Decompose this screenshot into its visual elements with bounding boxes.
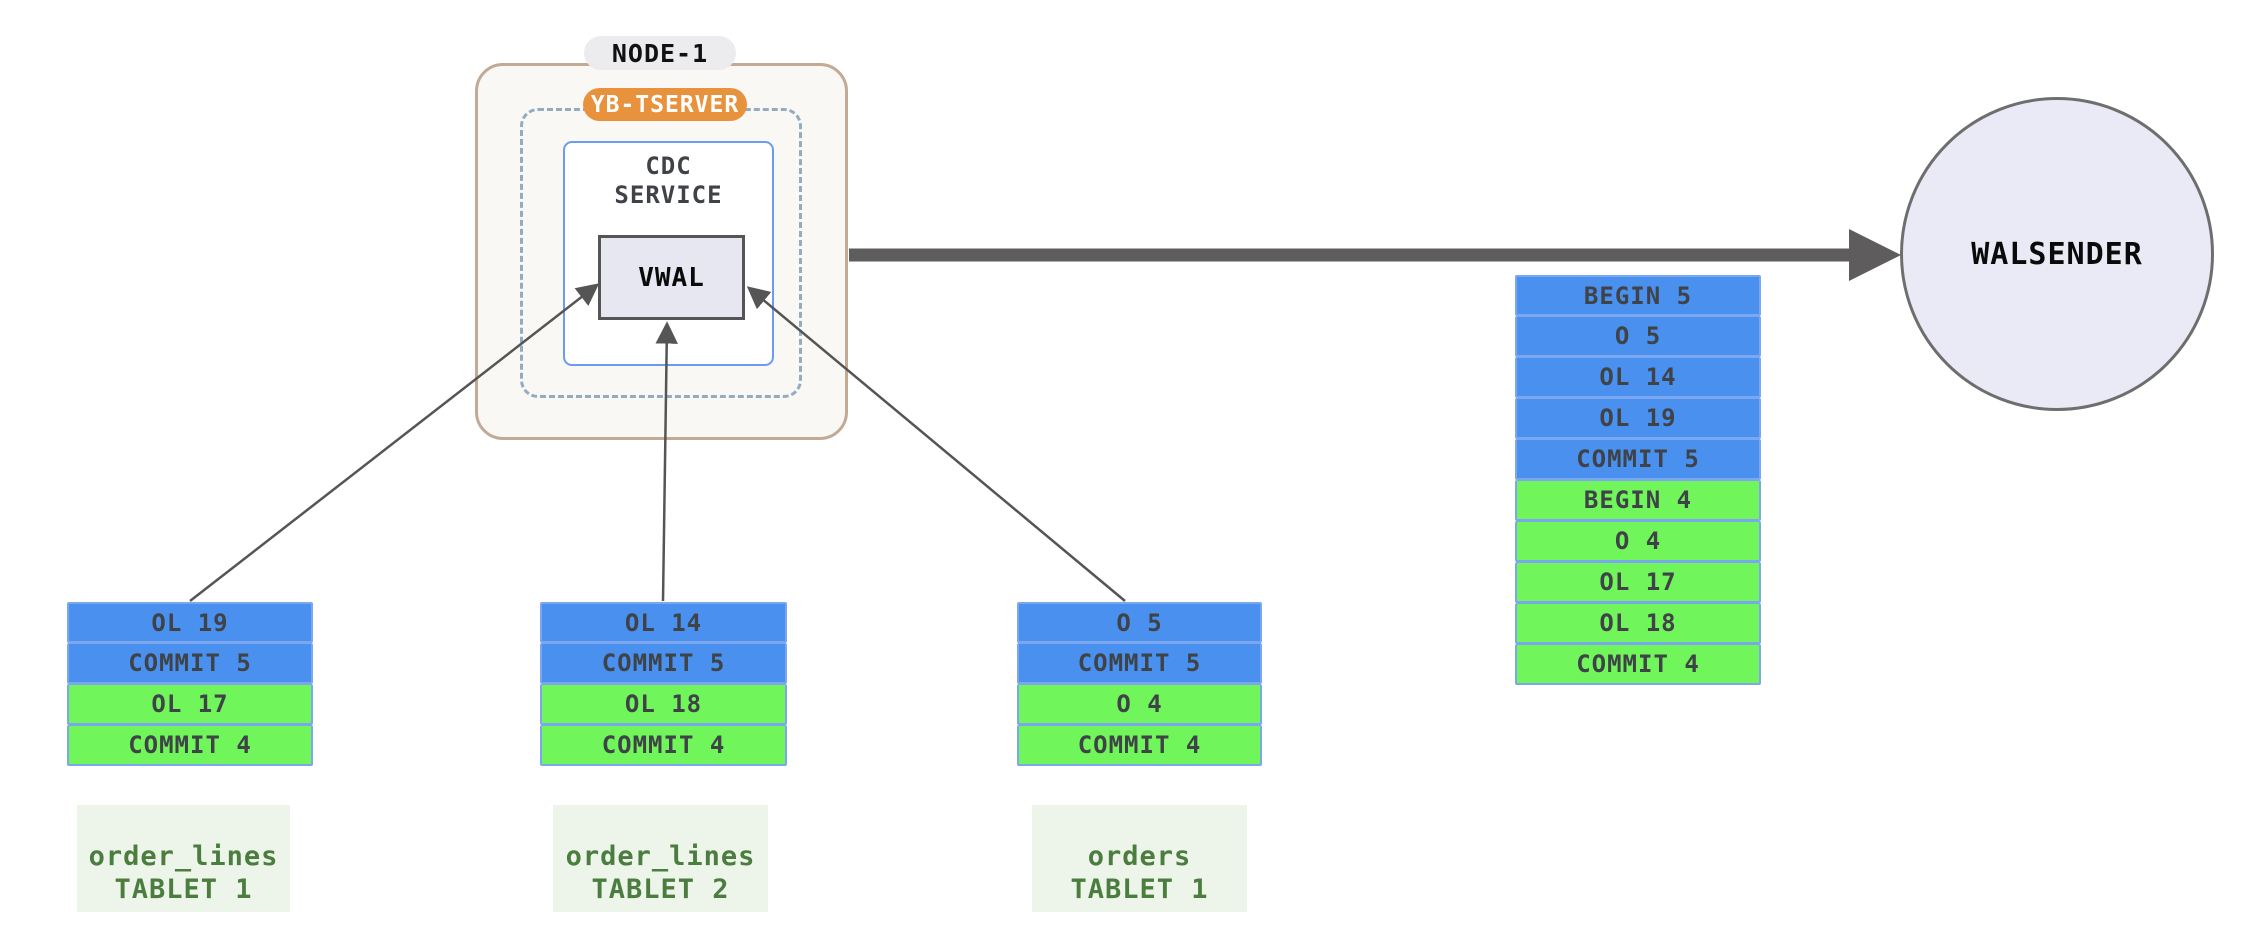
cdc-service-title-line2: SERVICE <box>614 181 723 209</box>
tablet2-label-box: order_lines TABLET 2 <box>553 805 768 912</box>
tablet1-table-name: order_lines <box>88 841 279 872</box>
wal-record: OL 17 <box>1515 562 1761 603</box>
wal-record: COMMIT 4 <box>1017 725 1262 766</box>
wal-record: COMMIT 5 <box>67 643 313 684</box>
wal-record: COMMIT 4 <box>540 725 787 766</box>
wal-record: O 4 <box>1017 684 1262 725</box>
cdc-service-title: CDC SERVICE <box>563 152 774 210</box>
wal-record: O 5 <box>1017 602 1262 643</box>
merged-wal-stack: BEGIN 5 O 5 OL 14 OL 19 COMMIT 5 BEGIN 4… <box>1515 275 1761 685</box>
wal-record: O 5 <box>1515 316 1761 357</box>
wal-record: OL 18 <box>540 684 787 725</box>
wal-record: BEGIN 4 <box>1515 480 1761 521</box>
wal-record: OL 18 <box>1515 603 1761 644</box>
wal-record: COMMIT 4 <box>67 725 313 766</box>
tablet3-wal-stack: O 5 COMMIT 5 O 4 COMMIT 4 <box>1017 602 1262 766</box>
tablet2-table-name: order_lines <box>565 841 756 872</box>
vwal-box: VWAL <box>598 235 745 320</box>
yb-tserver-pill: YB-TSERVER <box>583 88 747 121</box>
wal-record: OL 19 <box>67 602 313 643</box>
tablet3-table-name: orders <box>1087 841 1192 872</box>
node-1-label-pill: NODE-1 <box>584 36 736 70</box>
wal-record: COMMIT 4 <box>1515 644 1761 685</box>
yb-tserver-label: YB-TSERVER <box>590 91 740 118</box>
wal-record: COMMIT 5 <box>1017 643 1262 684</box>
tablet2-tablet-name: TABLET 2 <box>591 874 730 905</box>
tablet1-label-box: order_lines TABLET 1 <box>77 805 290 912</box>
tablet1-tablet-name: TABLET 1 <box>114 874 253 905</box>
tablet3-label-box: orders TABLET 1 <box>1032 805 1247 912</box>
tablet3-tablet-name: TABLET 1 <box>1070 874 1209 905</box>
walsender-circle: WALSENDER <box>1900 97 2214 411</box>
wal-record: OL 14 <box>1515 357 1761 398</box>
wal-record: BEGIN 5 <box>1515 275 1761 316</box>
wal-record: OL 14 <box>540 602 787 643</box>
walsender-label: WALSENDER <box>1971 236 2143 272</box>
wal-record: COMMIT 5 <box>1515 439 1761 480</box>
arrow-vwal-to-walsender-head <box>1849 229 1901 281</box>
vwal-label: VWAL <box>638 262 705 293</box>
cdc-service-title-line1: CDC <box>645 152 692 180</box>
wal-record: O 4 <box>1515 521 1761 562</box>
tablet1-wal-stack: OL 19 COMMIT 5 OL 17 COMMIT 4 <box>67 602 313 766</box>
node-1-label: NODE-1 <box>611 38 709 68</box>
wal-record: OL 17 <box>67 684 313 725</box>
tablet2-wal-stack: OL 14 COMMIT 5 OL 18 COMMIT 4 <box>540 602 787 766</box>
wal-record: OL 19 <box>1515 398 1761 439</box>
wal-record: COMMIT 5 <box>540 643 787 684</box>
